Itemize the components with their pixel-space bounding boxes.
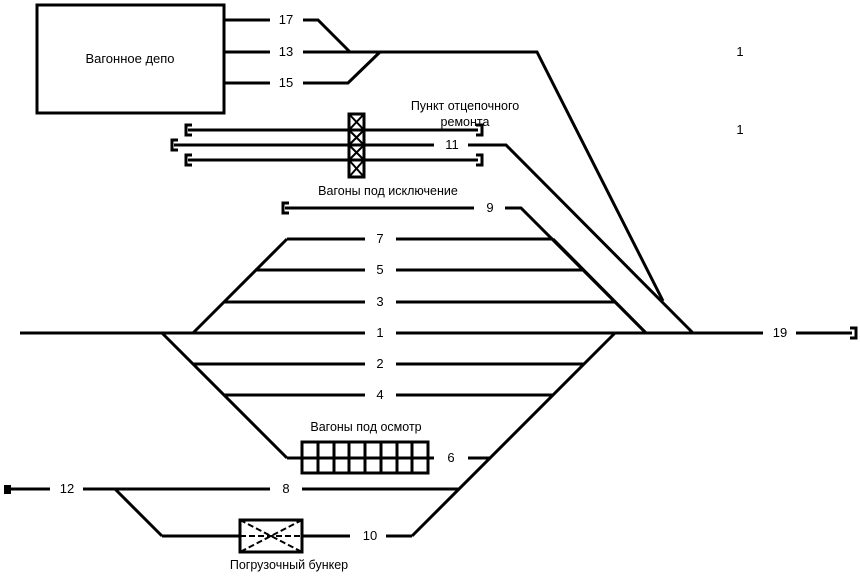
track-label-13: 13 [279,44,293,59]
inspection-wagons-grid [300,440,430,475]
inspection-wagons-caption: Вагоны под осмотр [310,420,421,434]
excluded-wagons-caption: Вагоны под исключение [318,184,458,198]
repair-point-tracks [170,123,695,335]
track-label-10: 10 [363,528,377,543]
track-label-15: 15 [279,75,293,90]
track-label-9: 9 [486,200,493,215]
yard-lower-tracks [160,331,617,538]
track-label-8: 8 [282,481,289,496]
main-line-1 [20,326,858,340]
depot-building [35,3,226,115]
repair-point-caption-line1: Пункт отцепочного [411,99,519,113]
yard-upper-tracks [191,237,648,335]
track-label-7: 7 [376,231,383,246]
track-label-11: 11 [445,137,459,152]
loading-bunker-caption: Погрузочный бункер [230,558,348,572]
depot-label: Вагонное депо [85,51,174,66]
track-label-1: 1 [376,325,383,340]
depot-tracks [224,18,665,302]
track-label-17: 17 [279,12,293,27]
track-9 [281,201,648,335]
right-label-top: 1 [736,44,743,59]
track-label-6: 6 [447,450,454,465]
right-label-second: 1 [736,122,743,137]
track-label-3: 3 [376,294,383,309]
track-label-5: 5 [376,262,383,277]
track-label-12: 12 [60,481,74,496]
track-8-12 [4,485,459,538]
track-label-4: 4 [376,387,383,402]
loading-bunker [238,518,304,554]
track-label-19: 19 [773,325,787,340]
repair-point-structure [347,112,366,179]
track-label-2: 2 [376,356,383,371]
